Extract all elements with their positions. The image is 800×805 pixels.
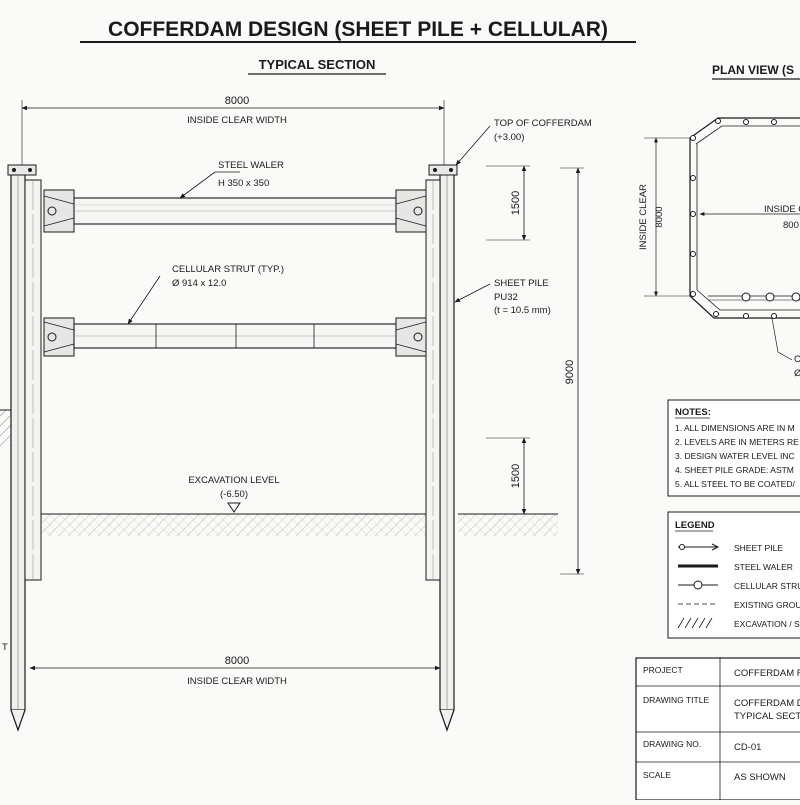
legend-label-excavation: EXCAVATION / S [734, 619, 800, 629]
tb-drawing-title-value2: TYPICAL SECTI [734, 711, 800, 722]
legend-excavation-symbol [677, 617, 713, 629]
plan-inside-clear-h-dim: 800 [783, 220, 799, 231]
plan-inside-clear-v-dim: 8000 [654, 206, 665, 227]
top-cofferdam-callout: TOP OF COFFERDAM (+3.00) [455, 118, 592, 166]
lower-spacing-value: 1500 [510, 464, 522, 488]
note-item: 2. LEVELS ARE IN METERS RE [675, 437, 799, 447]
overall-height-dimension: 9000 [560, 167, 584, 575]
sheet-pile-thickness: (t = 10.5 mm) [494, 305, 551, 316]
tb-drawing-no-value: CD-01 [734, 742, 761, 753]
note-item: 4. SHEET PILE GRADE: ASTM [675, 465, 794, 475]
legend-label-sheet-pile: SHEET PILE [734, 543, 783, 553]
sheet-pile-label: SHEET PILE [494, 278, 549, 289]
cellular-strut-size: Ø 914 x 12.0 [172, 278, 226, 289]
note-item: 1. ALL DIMENSIONS ARE IN M [675, 423, 795, 433]
legend-box: LEGEND SHEET PILE STEEL WALER CELLULAR S… [667, 511, 800, 639]
top-cofferdam-level: (+3.00) [494, 132, 524, 143]
tb-scale-value: AS SHOWN [734, 772, 786, 783]
steel-waler-size: H 350 x 350 [218, 178, 269, 189]
bottom-width-label: INSIDE CLEAR WIDTH [187, 676, 287, 687]
legend-label-steel-waler: STEEL WALER [734, 562, 793, 572]
tb-drawing-no-key: DRAWING NO. [643, 739, 701, 749]
excavation-level-marker: EXCAVATION LEVEL (-6.50) [188, 475, 280, 513]
legend-cellular-strut-symbol [678, 580, 718, 590]
bottom-width-value: 8000 [225, 655, 249, 667]
plan-callout-2: Ø [794, 368, 800, 379]
section-title: TYPICAL SECTION [259, 57, 376, 72]
note-item: 5. ALL STEEL TO BE COATED/ [675, 479, 795, 489]
drawing-title: COFFERDAM DESIGN (SHEET PILE + CELLULAR) [108, 18, 608, 41]
tb-project-key: PROJECT [643, 665, 683, 675]
left-edge-text: T [2, 642, 8, 653]
top-width-label: INSIDE CLEAR WIDTH [187, 115, 287, 126]
top-width-value: 8000 [225, 95, 249, 107]
sheet-pile-callout: SHEET PILE PU32 (t = 10.5 mm) [454, 278, 551, 316]
upper-strut [43, 189, 427, 233]
legend-label-cellular-strut: CELLULAR STRU [734, 581, 800, 591]
notes-heading: NOTES: [675, 407, 711, 418]
cellular-strut-label: CELLULAR STRUT (TYP.) [172, 264, 284, 275]
cellular-strut-callout: CELLULAR STRUT (TYP.) Ø 914 x 12.0 [127, 264, 284, 325]
tb-drawing-title-key: DRAWING TITLE [643, 695, 709, 705]
tb-project-value: COFFERDAM FO [734, 668, 800, 679]
excavation-label: EXCAVATION LEVEL [188, 475, 279, 486]
upper-spacing-dimension: 1500 [486, 165, 530, 241]
sheet-pile-type: PU32 [494, 292, 518, 303]
excavation-level: (-6.50) [220, 489, 248, 500]
lower-spacing-dimension: 1500 [486, 437, 530, 515]
left-sheet-pile [7, 164, 42, 732]
top-cofferdam-label: TOP OF COFFERDAM [494, 118, 592, 129]
bottom-width-dimension: 8000 INSIDE CLEAR WIDTH [29, 655, 441, 687]
tb-scale-key: SCALE [643, 770, 671, 780]
steel-waler-callout: STEEL WALER H 350 x 350 [179, 160, 284, 199]
plan-callout-1: C [794, 354, 800, 365]
plan-title: PLAN VIEW (S [712, 63, 794, 77]
top-width-dimension: 8000 INSIDE CLEAR WIDTH [21, 95, 445, 165]
legend-label-existing-ground: EXISTING GROU [734, 600, 800, 610]
legend-sheet-pile-symbol [678, 543, 720, 551]
plan-inside-clear-v: INSIDE CLEAR [638, 184, 649, 250]
lower-strut [43, 317, 427, 357]
existing-ground [0, 409, 558, 536]
plan-view: INSIDE C 800 INSIDE CLEAR 8000 C Ø [638, 117, 800, 379]
note-item: 3. DESIGN WATER LEVEL INC [675, 451, 795, 461]
overall-height-value: 9000 [564, 360, 576, 384]
right-sheet-pile [425, 164, 458, 732]
upper-spacing-value: 1500 [510, 191, 522, 215]
plan-inside-clear-h: INSIDE C [764, 204, 800, 215]
tb-drawing-title-value: COFFERDAM D [734, 698, 800, 709]
title-block: PROJECT COFFERDAM FO DRAWING TITLE COFFE… [635, 657, 800, 801]
steel-waler-label: STEEL WALER [218, 160, 284, 171]
legend-heading: LEGEND [675, 520, 715, 531]
notes-box: NOTES: 1. ALL DIMENSIONS ARE IN M 2. LEV… [667, 399, 800, 497]
